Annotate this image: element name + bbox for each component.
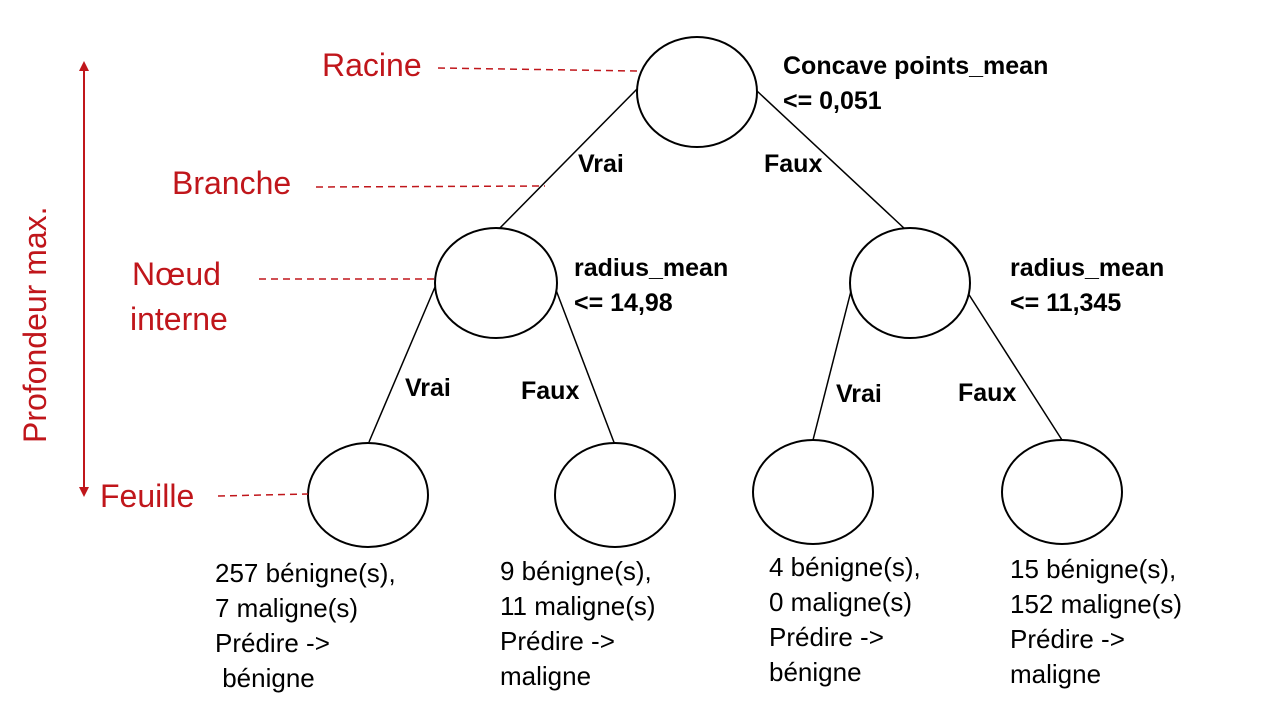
- right-node-true-edge-label: Vrai: [836, 380, 882, 408]
- leaf-annotation: Feuille: [100, 478, 194, 514]
- leaf-node-2: [554, 442, 676, 548]
- leaf-node-1: [307, 442, 429, 548]
- leaf-1-line-3: Prédire ->: [215, 628, 330, 658]
- right-node-false-edge-label: Faux: [958, 379, 1016, 407]
- leaf-3-line-1: 4 bénigne(s),: [769, 552, 921, 582]
- leaf-2-line-1: 9 bénigne(s),: [500, 556, 652, 586]
- root-false-edge-label: Faux: [764, 150, 822, 178]
- leaf-node-3: [752, 439, 874, 545]
- edge-left-right: [555, 289, 616, 446]
- right-node-threshold-label: <= 11,345: [1010, 289, 1121, 317]
- root-annotation: Racine: [322, 47, 422, 83]
- root-node: [636, 36, 758, 148]
- branch-leader-line: [315, 185, 546, 188]
- right-node-feature-label: radius_mean: [1010, 254, 1164, 282]
- leaf-3-line-2: 0 maligne(s): [769, 587, 912, 617]
- leaf-2-line-4: maligne: [500, 661, 591, 691]
- leaf-1-line-4: bénigne: [215, 663, 315, 693]
- edge-right-right: [965, 289, 1063, 441]
- edge-right-left: [812, 286, 853, 441]
- leaf-2-line-2: 11 maligne(s): [500, 591, 656, 621]
- root-leader-line: [437, 67, 638, 72]
- internal-node-left: [434, 227, 558, 339]
- edge-root-right: [756, 90, 907, 231]
- edge-left-left: [368, 286, 436, 443]
- left-node-feature-label: radius_mean: [574, 254, 728, 282]
- leaf-3-line-4: bénigne: [769, 657, 862, 687]
- branch-annotation: Branche: [172, 165, 291, 201]
- leaf-1-line-1: 257 bénigne(s),: [215, 558, 396, 588]
- internal-node-annotation-line2: interne: [130, 301, 228, 337]
- leaf-3-line-3: Prédire ->: [769, 622, 884, 652]
- max-depth-annotation: Profondeur max.: [17, 206, 53, 443]
- root-threshold-label: <= 0,051: [783, 87, 882, 115]
- internal-node-annotation-line1: Nœud: [132, 256, 221, 292]
- leaf-4-line-3: Prédire ->: [1010, 624, 1125, 654]
- leaf-4-line-4: maligne: [1010, 659, 1101, 689]
- left-node-true-edge-label: Vrai: [405, 374, 451, 402]
- root-feature-label: Concave points_mean: [783, 52, 1048, 80]
- edge-root-left: [491, 88, 638, 237]
- leaf-leader-line: [217, 493, 309, 497]
- leaf-2-line-3: Prédire ->: [500, 626, 615, 656]
- internal-node-right: [849, 227, 971, 339]
- leaf-4-line-2: 152 maligne(s): [1010, 589, 1182, 619]
- left-node-threshold-label: <= 14,98: [574, 289, 673, 317]
- left-node-false-edge-label: Faux: [521, 377, 579, 405]
- root-true-edge-label: Vrai: [578, 150, 624, 178]
- leaf-1-line-2: 7 maligne(s): [215, 593, 358, 623]
- leaf-4-line-1: 15 bénigne(s),: [1010, 554, 1176, 584]
- leaf-node-4: [1001, 439, 1123, 545]
